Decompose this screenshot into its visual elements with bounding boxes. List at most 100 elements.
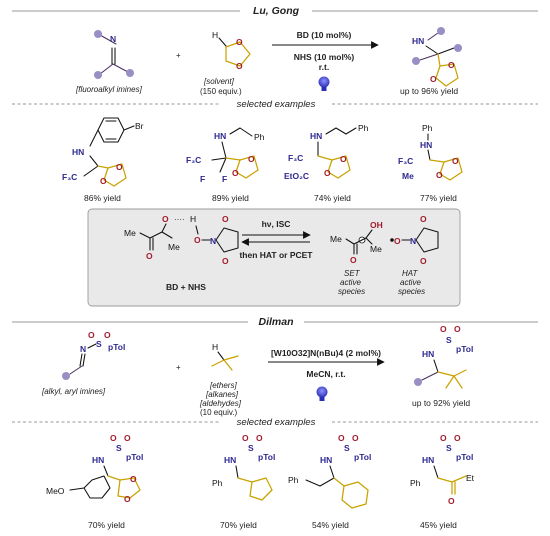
reagent2-label: [solvent] <box>203 77 235 86</box>
atom-o: O <box>340 154 347 164</box>
atom-o: O <box>440 433 447 443</box>
atom-f: F <box>200 174 205 184</box>
set-species: Me O Me OH SET active species <box>330 220 383 296</box>
atom-o: O <box>452 156 459 166</box>
ptol: pTol <box>108 342 125 352</box>
atom-me: Me <box>124 228 136 238</box>
lightbulb-icon <box>316 386 328 401</box>
bd-nhs-complex: Me O Me O ···· H O N O O BD + NHS <box>124 214 239 292</box>
reaction-arrow: BD (10 mol%) NHS (10 mol%) r.t. <box>272 30 379 91</box>
atom-o: O <box>324 168 331 178</box>
atom-n: N <box>80 344 86 354</box>
atom-n: N <box>210 236 216 246</box>
reagent1-label: [fluoroalkyl imines] <box>75 85 143 94</box>
atom-s: S <box>248 443 254 453</box>
ptol: pTol <box>456 344 473 354</box>
atom-s: S <box>96 339 102 349</box>
atom-cf3: F₃C <box>186 155 201 165</box>
product-yield: up to 96% yield <box>400 86 458 96</box>
hat-label: HAT <box>402 269 419 278</box>
atom-o: O <box>430 74 437 84</box>
forward-label: hν, ISC <box>262 219 291 229</box>
atom-hn: HN <box>422 349 434 359</box>
atom-cf3: F₃C <box>398 156 413 166</box>
condition-catalyst: [W10O32]N(nBu)4 (2 mol%) <box>271 348 381 358</box>
atom-meo: MeO <box>46 486 65 496</box>
example-yield: 77% yield <box>420 193 457 203</box>
atom-h: H <box>190 214 196 224</box>
atom-hn: HN <box>320 455 332 465</box>
product-structure: HN O O up to 96% yield <box>400 27 462 96</box>
example-yield: 54% yield <box>312 520 349 530</box>
atom-o: O <box>352 433 359 443</box>
reagent2-label: [ethers] <box>209 381 237 390</box>
left-label: BD + NHS <box>166 282 206 292</box>
atom-o: O <box>350 255 357 265</box>
sulfinyl-imine-reagent: N S O O pTol [alkyl, aryl imines] <box>41 330 125 396</box>
imine-reagent: N [fluoroalkyl imines] <box>75 30 143 94</box>
atom-o: O <box>236 61 243 71</box>
atom-et: Et <box>466 473 475 483</box>
atom-o: O <box>448 496 455 506</box>
example-3: O O S pTol HN Ph 54% yield <box>288 433 371 530</box>
reagent2-label: [aldehydes] <box>199 399 242 408</box>
atom-o: O <box>232 168 239 178</box>
product-structure: O O S pTol HN up to 92% yield <box>412 324 473 408</box>
hbond-dots: ···· <box>174 215 185 224</box>
lightbulb-icon <box>318 76 330 91</box>
atom-o: O <box>222 256 229 266</box>
atom-o: O <box>338 433 345 443</box>
section-lu-gong: Lu, Gong N [fluoroalkyl imines] + H O O … <box>12 5 538 203</box>
example-yield: 86% yield <box>84 193 121 203</box>
atom-o: O <box>236 37 243 47</box>
reagent2-amount: (10 equiv.) <box>200 408 238 417</box>
example-2: HN Ph F₃C F F O O 89% yield <box>186 127 265 203</box>
example-yield: 70% yield <box>88 520 125 530</box>
example-yield: 74% yield <box>314 193 351 203</box>
atom-ph: Ph <box>422 123 433 133</box>
product-yield: up to 92% yield <box>412 398 470 408</box>
atom-f: F <box>222 174 227 184</box>
section-title: Lu, Gong <box>253 5 300 17</box>
hat-label: species <box>398 287 425 296</box>
atom-o: O <box>454 433 461 443</box>
atom-ph: Ph <box>288 475 299 485</box>
atom-o: O <box>124 433 131 443</box>
equilibrium-arrows: hν, ISC then HAT or PCET <box>239 219 313 260</box>
atom-o: O <box>440 324 447 334</box>
hydrocarbon-reagent: H [ethers] [alkanes] [aldehydes] (10 equ… <box>199 342 242 417</box>
example-yield: 89% yield <box>212 193 249 203</box>
atom-o: O <box>394 236 401 246</box>
reagent2-label: [alkanes] <box>205 390 239 399</box>
atom-o: O <box>248 154 255 164</box>
atom-s: S <box>344 443 350 453</box>
set-label: SET <box>344 269 361 278</box>
condition-temp: r.t. <box>319 62 329 72</box>
atom-o: O <box>116 162 123 172</box>
atom-cf3: F₃C <box>62 172 77 182</box>
atom-h: H <box>212 30 218 40</box>
atom-hn: HN <box>214 131 226 141</box>
atom-h: H <box>212 342 218 352</box>
atom-oh: OH <box>370 220 383 230</box>
atom-ph: Ph <box>410 478 421 488</box>
atom-o: O <box>162 214 169 224</box>
atom-me: Me <box>168 242 180 252</box>
atom-o: O <box>436 170 443 180</box>
plus-sign: + <box>176 363 181 372</box>
example-yield: 45% yield <box>420 520 457 530</box>
reaction-arrow: [W10O32]N(nBu)4 (2 mol%) MeCN, r.t. <box>268 348 385 401</box>
atom-o: O <box>222 214 229 224</box>
reagent2-amount: (150 equiv.) <box>200 87 242 96</box>
atom-n: N <box>110 34 116 44</box>
atom-ph: Ph <box>254 132 265 142</box>
condition-catalyst: BD (10 mol%) <box>297 30 352 40</box>
ptol: pTol <box>456 452 473 462</box>
atom-me: Me <box>402 171 414 181</box>
example-4: O O S pTol HN Ph Et O 45% yield <box>410 433 475 530</box>
atom-o: O <box>146 251 153 261</box>
atom-s: S <box>446 335 452 345</box>
ptol: pTol <box>354 452 371 462</box>
atom-o: O <box>100 176 107 186</box>
